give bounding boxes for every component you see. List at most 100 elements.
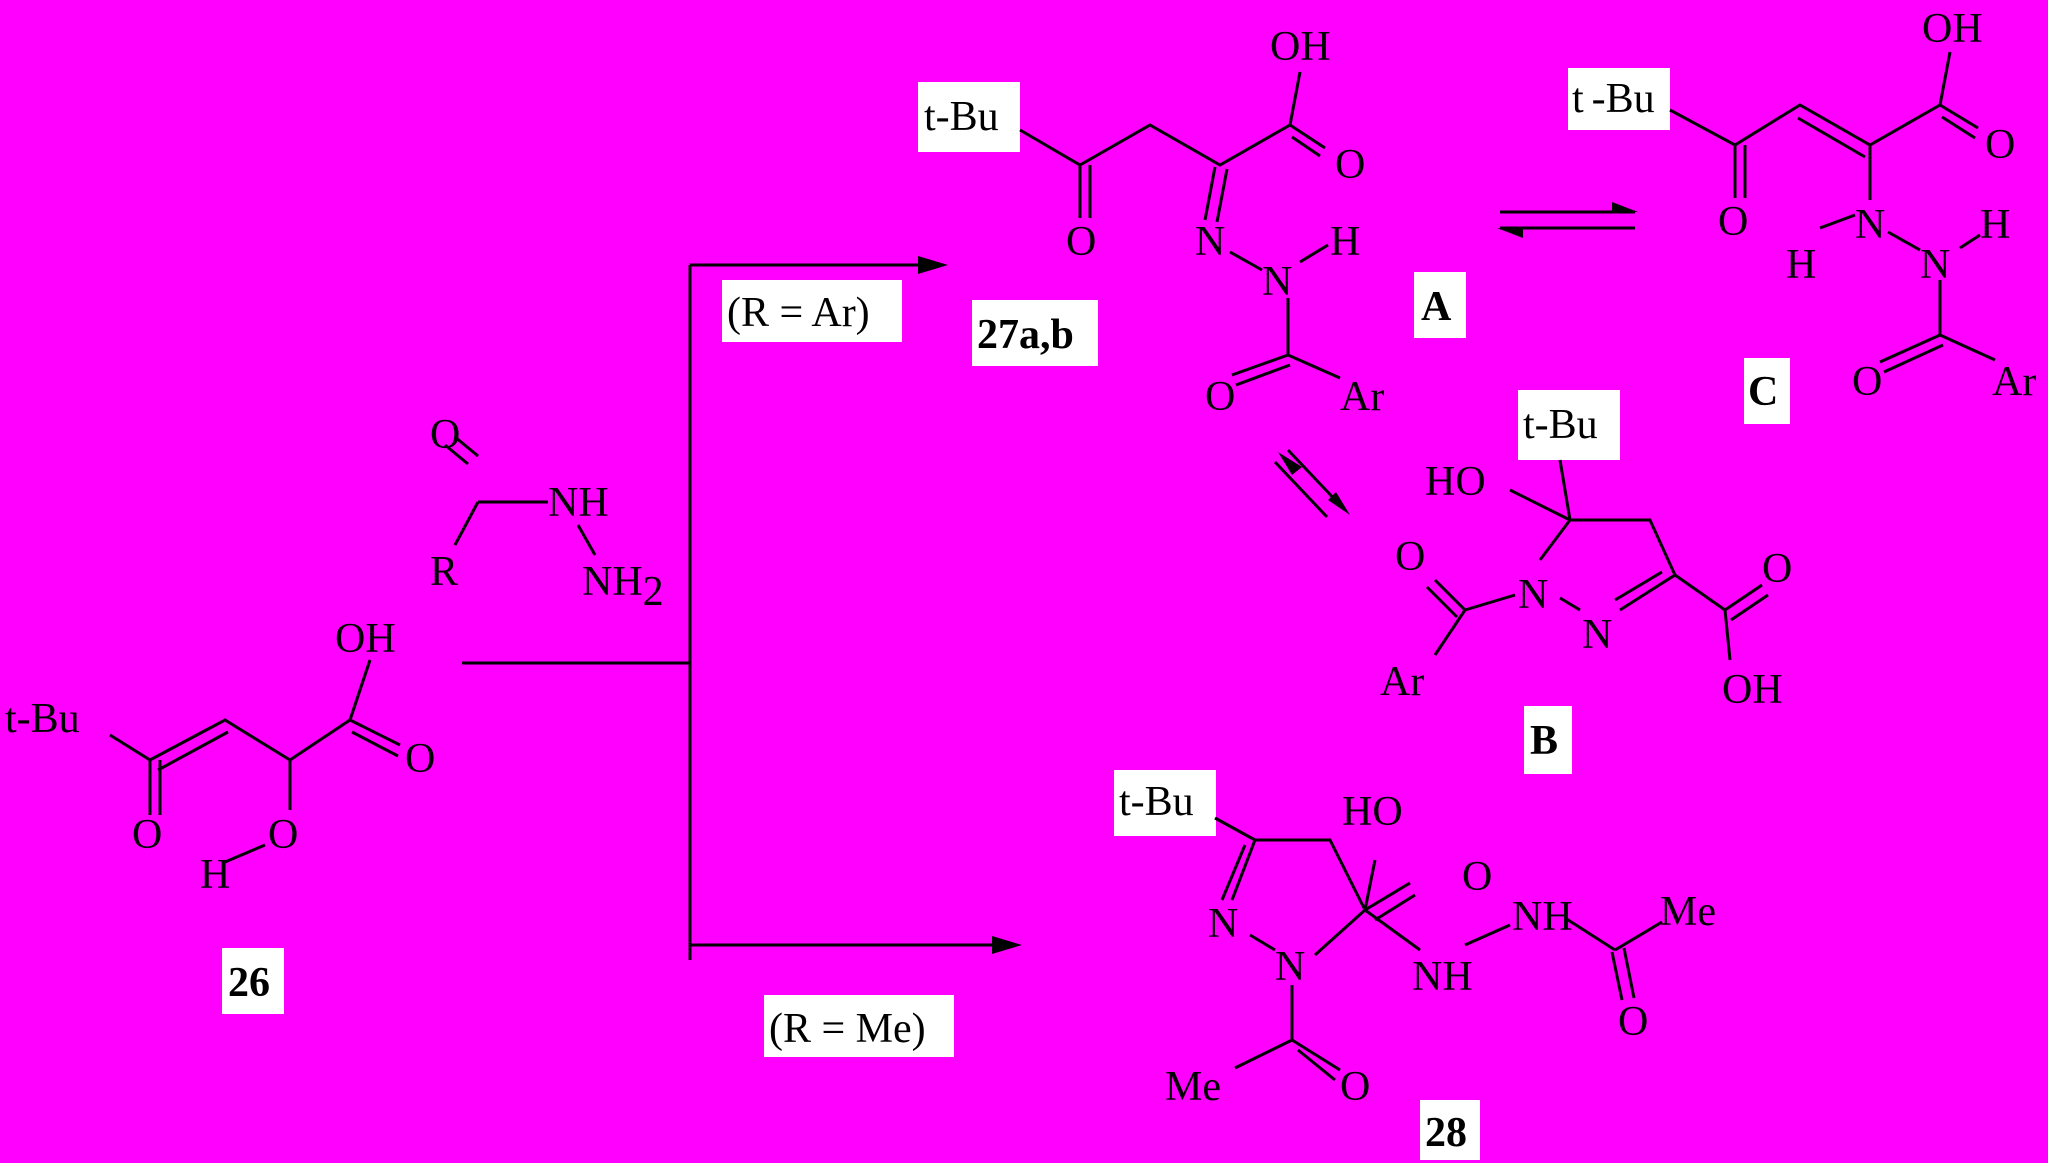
tbu-box — [918, 82, 1020, 152]
tbu-group: t-Bu — [924, 94, 999, 140]
amide-oxygen: O — [1205, 374, 1235, 420]
condition-box-top — [722, 280, 902, 342]
hydroxyl-label: HO — [1342, 789, 1403, 835]
bond — [224, 843, 266, 864]
bond — [1214, 816, 1256, 842]
form-label-b: B — [1530, 718, 1558, 764]
hydroxyl-label: OH — [1922, 6, 1983, 52]
amide-oxygen: O — [1852, 359, 1882, 405]
compound-label: 26 — [228, 960, 270, 1006]
carbonyl-oxygen: O — [1335, 142, 1365, 188]
n-acetyl-methyl: Me — [1165, 1064, 1221, 1110]
bond — [1235, 363, 1291, 387]
compound-label: 28 — [1425, 1110, 1467, 1156]
form-label-box — [1524, 706, 1572, 774]
condition-bottom: (R = Me) — [769, 1006, 926, 1052]
tbu-group: t-Bu — [1523, 402, 1598, 448]
bond — [1291, 135, 1321, 158]
bond — [1564, 916, 1616, 952]
ring-nitrogen-imine: N — [1208, 901, 1238, 947]
bond — [1288, 71, 1302, 126]
bond — [1797, 116, 1866, 159]
nh-hydrogen: H — [1330, 219, 1360, 265]
form-label-a: A — [1421, 284, 1452, 330]
bond — [1538, 519, 1572, 561]
bond — [1879, 333, 1941, 364]
keto-oxygen: O — [1066, 219, 1096, 265]
bond — [1299, 243, 1329, 264]
form-label-box — [1414, 272, 1466, 338]
bond — [1570, 518, 1677, 612]
tbu-group: t-Bu — [1119, 779, 1194, 825]
form-label-box — [1744, 358, 1790, 424]
bond — [1559, 596, 1581, 612]
tautomer-b: t-Bu HO O N N Ar O OH B — [1380, 390, 1792, 774]
tautomer-c: t-Bu OH O O H N N H O Ar C — [1568, 6, 2036, 424]
reaction-arrows: (R = Ar) (R = Me) — [462, 256, 1022, 1057]
bond — [454, 435, 479, 458]
bond — [1297, 1048, 1336, 1082]
bond — [1230, 839, 1257, 901]
reagent-r-group: R — [430, 549, 458, 595]
arrowhead-top — [918, 256, 948, 274]
enol-oxygen: O — [268, 812, 298, 858]
bond — [1234, 1038, 1293, 1070]
condition-box-bottom — [764, 995, 954, 1057]
keto-oxygen: O — [132, 812, 162, 858]
hydroxyl-label: OH — [1722, 667, 1783, 713]
bond — [1229, 250, 1263, 272]
amide-nitrogen: N — [1920, 242, 1950, 288]
compound-28: t-Bu HO O N N NH NH Me O Me O 28 — [1114, 770, 1716, 1160]
bond — [349, 718, 401, 747]
arrowhead — [1278, 452, 1302, 475]
label-box — [222, 948, 284, 1014]
bond — [1255, 838, 1367, 957]
bond — [1374, 893, 1416, 922]
carbonyl-oxygen: O — [405, 736, 435, 782]
equilibrium-a-c — [1497, 202, 1638, 238]
tbu-box — [1568, 68, 1670, 130]
arrowhead — [1328, 492, 1350, 515]
bond — [1364, 881, 1411, 912]
reagent-oxygen: O — [430, 412, 460, 458]
compound-27: t-Bu OH O O N N H O Ar 27a,b A — [918, 24, 1466, 420]
label-box — [972, 300, 1098, 366]
hydroxyl-label: OH — [335, 616, 396, 662]
reagent-hydrazide: O R NH NH2 — [430, 412, 664, 615]
acetyl-methyl: Me — [1660, 889, 1716, 935]
equilibrium-a-b — [1273, 448, 1350, 519]
arrow-line — [1286, 448, 1342, 507]
form-label-c: C — [1748, 369, 1778, 415]
enamine-nitrogen: N — [1855, 202, 1885, 248]
bond — [1509, 488, 1571, 522]
bond — [1291, 1038, 1341, 1072]
bond — [1433, 609, 1467, 656]
arrowhead-bottom — [992, 936, 1022, 954]
bond — [453, 501, 480, 546]
bond — [1203, 166, 1217, 221]
bond — [1019, 123, 1291, 167]
bond — [1819, 213, 1856, 230]
bond — [1464, 593, 1516, 612]
bond — [1730, 593, 1769, 622]
bond — [1289, 123, 1326, 150]
bond — [576, 524, 597, 556]
compound-label: 27a,b — [977, 312, 1074, 358]
ring-nitrogen-2: N — [1582, 612, 1612, 658]
bond — [1364, 908, 1421, 952]
arrowhead — [1497, 228, 1523, 238]
bond — [1425, 585, 1459, 619]
bond — [1287, 353, 1341, 380]
hydrazide-nh-2: NH — [1512, 894, 1573, 940]
bond — [1464, 923, 1511, 947]
enol-hydrogen: H — [200, 852, 230, 898]
bond — [1939, 333, 1996, 362]
n-acetyl-oxygen: O — [1340, 1064, 1370, 1110]
bond — [1959, 233, 1981, 250]
bond — [1220, 844, 1247, 901]
compound-26: t-Bu OH O O O H 26 — [5, 616, 435, 1014]
ring-nitrogen-1: N — [1518, 572, 1548, 618]
arrowhead — [1612, 202, 1638, 212]
bond — [348, 659, 372, 721]
bond — [1724, 583, 1763, 612]
